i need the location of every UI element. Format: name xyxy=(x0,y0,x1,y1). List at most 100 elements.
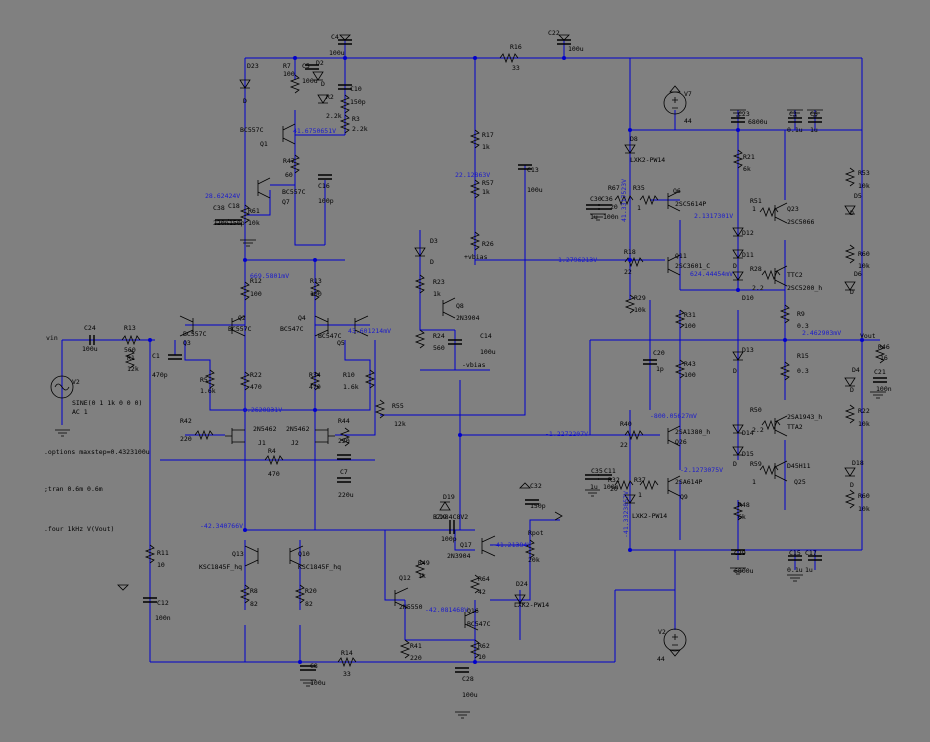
q10-model: KSC1845F_hq xyxy=(298,563,341,571)
r43-ref: R43 xyxy=(684,360,696,368)
r50-ref: R50 xyxy=(750,406,762,414)
v2in-ref: V2 xyxy=(72,378,80,386)
c1-val: 470p xyxy=(152,371,168,379)
ground-symbols xyxy=(55,34,886,719)
net-vin: vin xyxy=(46,334,58,342)
voltage-label: -800.05627mV xyxy=(650,412,697,420)
r17-ref: R17 xyxy=(482,131,494,139)
q25-ref: Q25 xyxy=(794,478,806,486)
r12-val: 100 xyxy=(250,290,262,298)
c8-ref: C8 xyxy=(310,662,318,670)
c6-val: 1u xyxy=(810,126,818,134)
diode-symbols xyxy=(239,71,856,604)
d3-model: D xyxy=(430,258,434,266)
r3-val: 2.2k xyxy=(352,125,368,133)
c18-ref: C18 xyxy=(228,202,240,210)
r9-val: 0.3 xyxy=(797,322,809,330)
c21-val: 100n xyxy=(876,385,892,393)
r67-val: 20 xyxy=(610,203,618,211)
d13-model: D xyxy=(733,367,737,375)
c17-val: 1u xyxy=(805,566,813,574)
d11-model: D xyxy=(733,262,737,270)
q11-ref: Q11 xyxy=(675,252,687,260)
c24-ref: C24 xyxy=(84,324,96,332)
d4-ref: D4 xyxy=(852,366,860,374)
r32-ref: R32 xyxy=(608,476,620,484)
q7-ref: Q7 xyxy=(282,198,290,206)
v2neg-val: 44 xyxy=(657,655,665,663)
voltage-label: -41.21384V xyxy=(492,541,531,549)
directive-tran: ;tran 0.6m 0.6m xyxy=(44,485,103,493)
resistor-labels: R7 100 R2 2.2k R3 2.2k R47 60 R61 10k R1… xyxy=(124,43,890,678)
q17-model: 2N3904 xyxy=(447,552,471,560)
c28-val: 100u xyxy=(462,691,478,699)
net-vout: Vout xyxy=(860,332,876,340)
ttc2-model: 2SC5200_h xyxy=(787,284,822,292)
d5-ref: D5 xyxy=(854,192,862,200)
r1-val: 12k xyxy=(127,365,139,373)
q7-model: BC557C xyxy=(282,188,306,196)
r16-ref: R16 xyxy=(510,43,522,51)
voltage-label: 43.601214mV xyxy=(348,327,391,335)
r23-ref: R23 xyxy=(433,278,445,286)
r22b-ref: R22 xyxy=(858,407,870,415)
r29-val: 10k xyxy=(634,306,646,314)
q2-ref: Q2 xyxy=(238,314,246,322)
r60b-ref: R60 xyxy=(858,492,870,500)
r29-ref: R29 xyxy=(634,294,646,302)
voltage-label: -42.081468V xyxy=(425,606,468,614)
q5-model: BC547C xyxy=(318,332,342,340)
r62-ref: R62 xyxy=(478,642,490,650)
r28-val: 2.2 xyxy=(752,284,764,292)
r44-ref: R44 xyxy=(338,417,350,425)
c14-ref: C14 xyxy=(480,332,492,340)
c24-val: 100u xyxy=(82,345,98,353)
r59-val: 1 xyxy=(752,478,756,486)
rpot-val: 20k xyxy=(528,556,540,564)
r41-val: 220 xyxy=(410,654,422,662)
q12-ref: Q12 xyxy=(399,574,411,582)
q13-model: KSC1845F_hq xyxy=(199,563,242,571)
c13-ref: C13 xyxy=(527,166,539,174)
wires xyxy=(61,40,880,663)
r23-val: 1k xyxy=(433,290,441,298)
r7-ref: R7 xyxy=(283,62,291,70)
c10-val: 150p xyxy=(350,98,366,106)
c15-ref: C15 xyxy=(789,549,801,557)
r5-val: 1.6k xyxy=(200,387,216,395)
d10-ref: D10 xyxy=(742,294,754,302)
d15-ref: D15 xyxy=(742,450,754,458)
r14-val: 33 xyxy=(343,670,351,678)
r51-ref: R51 xyxy=(750,197,762,205)
d19-model: BZX84C8V2 xyxy=(433,513,468,521)
r2-val: 2.2k xyxy=(326,112,342,120)
v7-val: 44 xyxy=(684,117,692,125)
r64-val: 42 xyxy=(478,588,486,596)
voltage-label: -1.2272207V xyxy=(545,430,588,438)
d24-ref: D24 xyxy=(516,580,528,588)
r62-val: 10 xyxy=(478,653,486,661)
r8-ref: R8 xyxy=(250,587,258,595)
r18-val: 22 xyxy=(624,268,632,276)
d14-ref: D14 xyxy=(742,429,754,437)
r50-val: 2.2 xyxy=(752,426,764,434)
r4-val: 470 xyxy=(268,470,280,478)
junction-dots xyxy=(148,56,864,664)
net-vbias-pos: +vbias xyxy=(464,253,488,261)
voltage-label: -41.3323857V xyxy=(622,491,630,538)
spice-directives: .options maxstep=0.4323100u ;tran 0.6m 0… xyxy=(44,448,150,533)
r47-val: 60 xyxy=(285,171,293,179)
r32-val: 20 xyxy=(610,485,618,493)
c38-val: 220n xyxy=(213,219,229,227)
d12-ref: D12 xyxy=(742,229,754,237)
source-symbols xyxy=(50,91,687,652)
d11-ref: D11 xyxy=(742,251,754,259)
r8-val: 82 xyxy=(250,600,258,608)
r14-ref: R14 xyxy=(341,649,353,657)
r48-val: 6k xyxy=(738,513,746,521)
c18-val: 150p xyxy=(229,219,245,227)
q5-ref: Q5 xyxy=(337,339,345,347)
c6-ref: C6 xyxy=(810,110,818,118)
c12-val: 100n xyxy=(155,614,171,622)
r31-ref: R31 xyxy=(684,311,696,319)
